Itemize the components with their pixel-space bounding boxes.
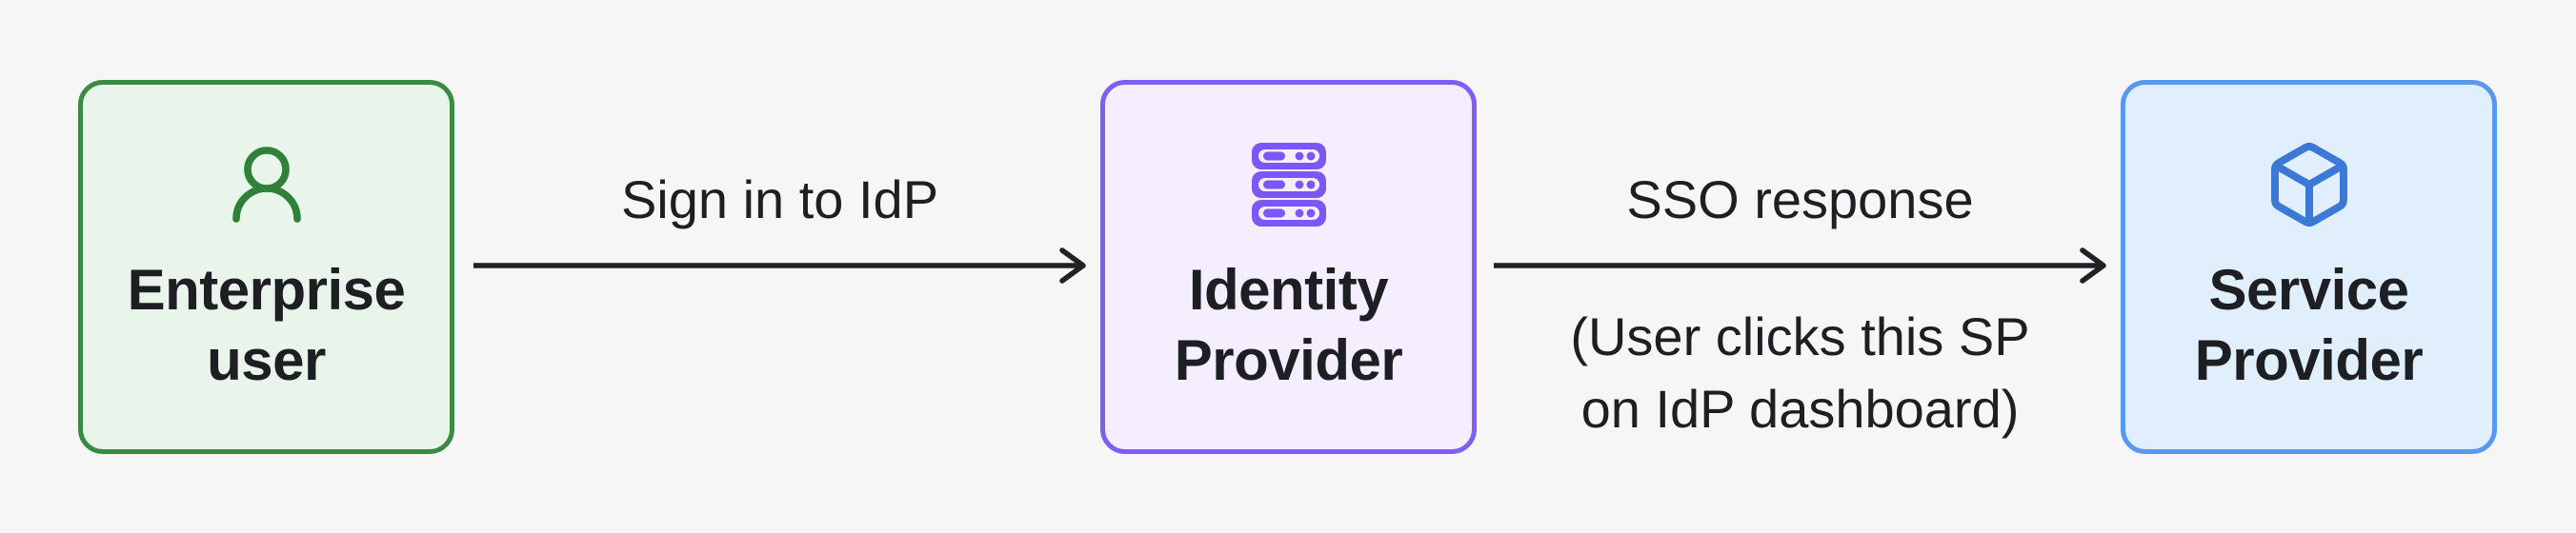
edge-label-sso-response: SSO response — [1626, 169, 1974, 229]
edge-note-sso-response: (User clicks this SP on IdP dashboard) — [1570, 306, 2030, 439]
node-service-provider: Service Provider — [2121, 80, 2497, 454]
arrow-sign-in-to-idp — [473, 247, 1086, 284]
node-label-identity-provider: Identity Provider — [1174, 257, 1403, 392]
node-identity-provider: Identity Provider — [1100, 80, 1477, 454]
server-icon — [1251, 139, 1326, 230]
node-enterprise-user: Enterprise user — [78, 80, 454, 454]
arrow-sso-response — [1494, 247, 2106, 284]
cube-icon — [2264, 139, 2355, 230]
node-label-service-provider: Service Provider — [2194, 257, 2424, 392]
node-label-enterprise-user: Enterprise user — [127, 257, 406, 392]
edge-label-sign-in: Sign in to IdP — [620, 169, 939, 229]
user-icon — [221, 139, 312, 230]
